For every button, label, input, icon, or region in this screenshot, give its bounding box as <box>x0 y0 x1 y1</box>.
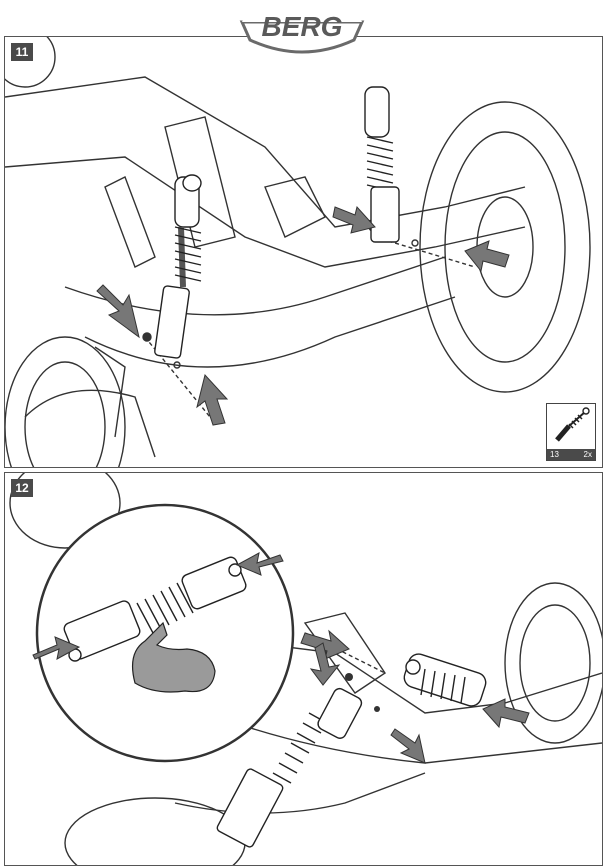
berg-logo: BERG <box>239 8 365 54</box>
step-number-badge: 11 <box>11 43 33 61</box>
shock-absorber-icon <box>364 86 400 243</box>
bolt-icon <box>345 673 380 712</box>
parts-callout: 13 2x <box>546 403 596 461</box>
flexed-arm-icon <box>132 621 216 693</box>
arrow-icon <box>32 552 530 764</box>
logo-text: BERG <box>262 11 343 42</box>
step-number-badge: 12 <box>11 479 33 497</box>
shock-absorber-icon <box>216 687 363 848</box>
arrow-icon <box>96 205 510 426</box>
step-12-panel: 12 <box>4 472 603 866</box>
shock-absorber-icon <box>555 407 590 442</box>
part-quantity: 2x <box>583 450 592 459</box>
step-11-illustration <box>5 37 591 467</box>
shock-absorber-icon <box>63 556 247 662</box>
shock-absorber-icon <box>154 174 202 359</box>
step-12-illustration <box>9 473 602 865</box>
step-11-panel: 11 <box>4 36 603 468</box>
shock-absorber-icon <box>403 653 487 707</box>
part-number: 13 <box>550 450 559 459</box>
